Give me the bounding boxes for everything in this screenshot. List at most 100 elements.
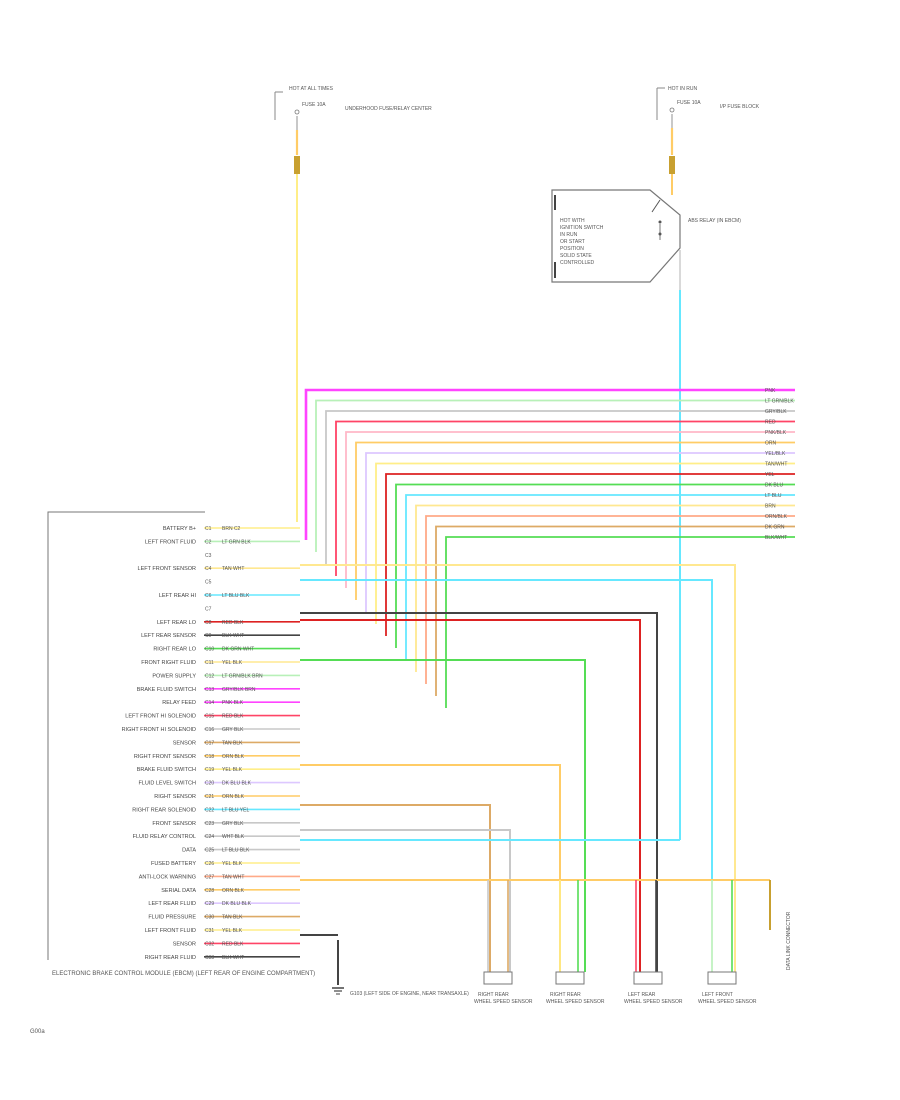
ebcm-pin-number: C4 <box>205 566 212 572</box>
ebcm-pin-label: FLUID LEVEL SWITCH <box>138 781 196 787</box>
ebcm-pin-label: LEFT FRONT HI SOLENOID <box>125 714 196 720</box>
ebcm-pin-wire-color: RED BLK <box>222 714 244 720</box>
ebcm-pin-number: C24 <box>205 834 214 840</box>
ebcm-pin-label: RIGHT FRONT HI SOLENOID <box>122 727 196 733</box>
ebcm-pin-number: C29 <box>205 901 214 907</box>
bus-wire-label: BRN <box>765 504 776 510</box>
ebcm-pin-number: C23 <box>205 821 214 827</box>
bus-wire-label: PNK/BLK <box>765 430 787 436</box>
ebcm-pin-number: C15 <box>205 714 214 720</box>
side-connector-label: DATA LINK CONNECTOR <box>786 911 792 970</box>
bus-wire <box>395 483 795 648</box>
ebcm-pin-wire-color: LT GRN BLK <box>222 539 251 545</box>
ebcm-pin-number: C27 <box>205 874 214 880</box>
ebcm-pin-wire-color: GRY BLK <box>222 821 244 827</box>
ebcm-pin-number: C16 <box>205 727 214 733</box>
bus-wire-label: PNK <box>765 388 776 394</box>
ebcm-pin-number: C5 <box>205 580 212 586</box>
sensor-1-name: RIGHT REAR <box>478 992 509 998</box>
ebcm-pin-number: C10 <box>205 647 214 653</box>
ebcm-pin-number: C31 <box>205 928 214 934</box>
bus-wire <box>405 494 795 660</box>
sensor-2: RIGHT REAR WHEEL SPEED SENSOR <box>546 971 605 1005</box>
sensor-wire <box>300 612 658 972</box>
ebcm-pin-number: C6 <box>205 593 212 599</box>
ebcm-pin-wire-color: LT BLU YEL <box>222 807 249 813</box>
ebcm-pin-label: BATTERY B+ <box>163 526 196 532</box>
ebcm-pin-wire-color: BLK WHT <box>222 955 244 961</box>
ebcm-pin-number: C33 <box>205 955 214 961</box>
sensor-wire <box>300 804 491 972</box>
ebcm-pin-label: FUSED BATTERY <box>151 861 196 867</box>
bus-wire-label: YEL <box>765 472 775 478</box>
bus-wire-label: GRY/BLK <box>765 409 787 415</box>
fuse-left: HOT AT ALL TIMES FUSE 10A UNDERHOOD FUSE… <box>274 86 432 522</box>
ebcm-pin-wire-color: WHT BLK <box>222 834 245 840</box>
ebcm-pin-wire-color: ORN BLK <box>222 754 245 760</box>
ebcm-pin-wire-color: TAN WHT <box>222 874 244 880</box>
ebcm-pin-number: C11 <box>205 660 214 666</box>
ebcm-pin-label: SENSOR <box>173 941 196 947</box>
ebcm-pin-number: C18 <box>205 754 214 760</box>
bus-wire <box>435 525 795 696</box>
ebcm-pin-number: C7 <box>205 606 212 612</box>
ebcm-pin-label: LEFT REAR HI <box>159 593 197 599</box>
fuse-right-rating: FUSE 10A <box>677 100 701 106</box>
bus-wire-label: YEL/BLK <box>765 451 786 457</box>
ebcm-pin-number: C32 <box>205 941 214 947</box>
ebcm-pin-number: C19 <box>205 767 214 773</box>
ebcm-pin-wire-color: YEL BLK <box>222 861 243 867</box>
ebcm-pin-wire-color: TAN WHT <box>222 566 244 572</box>
ebcm-pin-label: POWER SUPPLY <box>152 673 196 679</box>
sensor-wire <box>300 579 713 880</box>
ebcm-pin-number: C13 <box>205 687 214 693</box>
bus-wire-label: RED <box>765 420 776 426</box>
ebcm-pin-wire-color: DK BLU BLK <box>222 901 252 907</box>
sensor-3-sub: WHEEL SPEED SENSOR <box>624 999 683 1005</box>
ebcm-pin-wire-color: PNK BLK <box>222 700 244 706</box>
ebcm-pin-wire-color: DK BLU BLK <box>222 781 252 787</box>
ebcm-pin-wire-color: BLK WHT <box>222 633 244 639</box>
ebcm-pin-label: FLUID RELAY CONTROL <box>133 834 196 840</box>
ebcm-pin-wire-color: DK GRN WHT <box>222 647 254 653</box>
ebcm-pin-wire-color: TAN BLK <box>222 915 243 921</box>
ebcm-pin-number: C12 <box>205 673 214 679</box>
fuse-left-location: UNDERHOOD FUSE/RELAY CENTER <box>345 106 432 112</box>
bus-wire-label: ORN <box>765 441 777 447</box>
ebcm-pin-label: BRAKE FLUID SWITCH <box>137 687 196 693</box>
bus-wire <box>315 399 795 552</box>
bus-wire-label: DK GRN <box>765 525 785 531</box>
bus-wire <box>335 420 795 576</box>
ebcm-pin-label: LEFT FRONT SENSOR <box>138 566 197 572</box>
ebcm-pin-label: SERIAL DATA <box>161 888 196 894</box>
bus-wire <box>385 473 795 636</box>
ebcm-pin-label: LEFT FRONT FLUID <box>145 539 196 545</box>
ebcm-pin-label: RIGHT REAR FLUID <box>145 955 196 961</box>
ebcm-frame <box>47 511 205 960</box>
fuse-right: HOT IN RUN FUSE 10A I/P FUSE BLOCK <box>656 86 760 195</box>
ebcm-pin-label: FRONT RIGHT FLUID <box>141 660 196 666</box>
ebcm-pin-label: LEFT FRONT FLUID <box>145 928 196 934</box>
sensor-wire <box>300 659 586 972</box>
bus-wire <box>345 431 795 588</box>
ebcm-pin-wire-color: GRY BLK <box>222 727 244 733</box>
bus-wire <box>415 504 795 672</box>
ebcm-pin-label: RIGHT FRONT SENSOR <box>134 754 196 760</box>
ebcm-pin-wire-color: LT BLU BLK <box>222 848 250 854</box>
ebcm-pin-number: C30 <box>205 915 214 921</box>
bus-wire-label: TAN/WHT <box>765 462 787 468</box>
bus-wire <box>425 515 795 684</box>
data-link-connector: DATA LINK CONNECTOR <box>769 880 792 970</box>
bus-wire-label: LT BLU <box>765 493 782 499</box>
relay-label: ABS RELAY (IN EBCM) <box>688 218 741 224</box>
sensor-3-name: LEFT REAR <box>628 992 656 998</box>
fuse-left-rating: FUSE 10A <box>302 102 326 108</box>
ebcm-pin-wire-color: TAN BLK <box>222 740 243 746</box>
bus-wire-label: BLK/WHT <box>765 535 787 541</box>
relay-note: HOT WITH IGNITION SWITCH IN RUN OR START… <box>560 218 605 266</box>
ebcm-pin-label: RELAY FEED <box>162 700 196 706</box>
ebcm-pin-wire-color: LT BLU BLK <box>222 593 250 599</box>
bus-wire-label: DK BLU <box>765 483 783 489</box>
ebcm-pin-number: C1 <box>205 526 212 532</box>
